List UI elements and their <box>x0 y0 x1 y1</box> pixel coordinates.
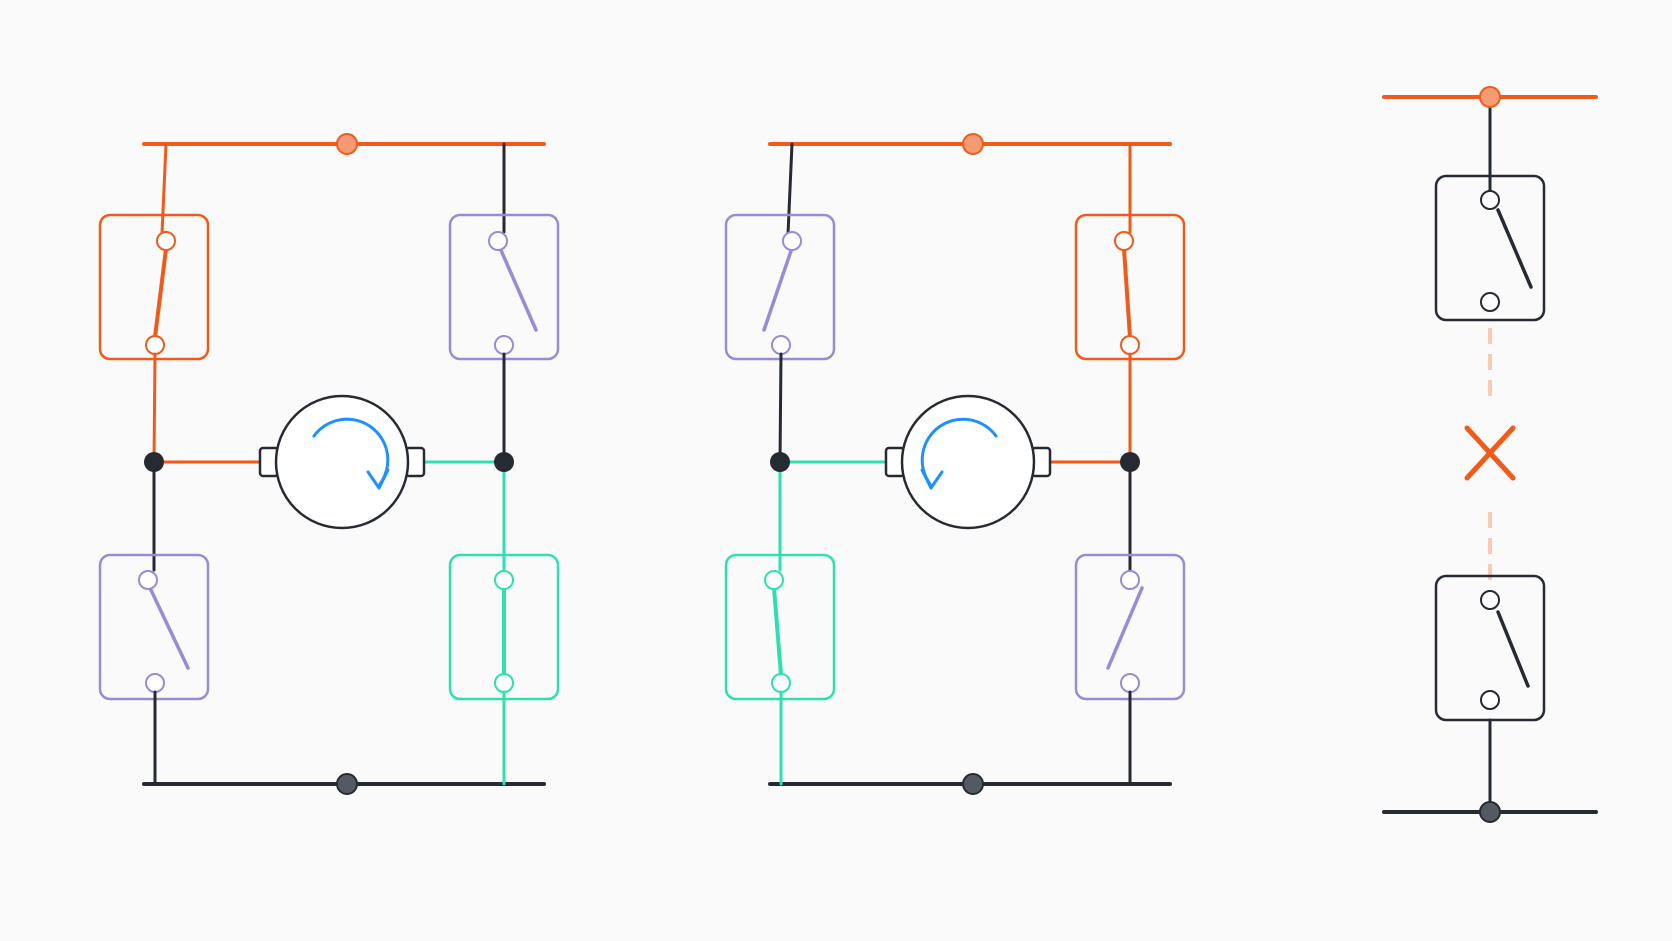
rotation-arrowhead <box>920 468 944 490</box>
switch-blade-closed <box>153 247 168 339</box>
switch-contact-top <box>1114 231 1134 251</box>
dc-motor <box>258 394 426 530</box>
rotation-arc <box>312 417 390 486</box>
switch-blade-closed <box>772 586 783 677</box>
switch-contact-top <box>1480 590 1500 610</box>
supply-terminal <box>962 133 984 155</box>
switch-bottom-right <box>448 553 560 701</box>
panel-shoot-through <box>1382 86 1598 823</box>
switch-contact-bottom <box>145 673 165 693</box>
switch-housing <box>1434 174 1546 322</box>
switch-contact-bottom <box>1480 292 1500 312</box>
panel-forward-rotation <box>98 133 560 795</box>
cross-x-icon <box>1464 425 1516 481</box>
switch-contact-bottom <box>494 673 514 693</box>
switch-contact-top <box>156 231 176 251</box>
rotation-counterclockwise-icon <box>920 417 998 490</box>
wire-left-top-feed <box>160 142 168 236</box>
switch-contact-bottom <box>145 335 165 355</box>
switch-blade-open <box>148 586 190 670</box>
switch-contact-bottom <box>1120 335 1140 355</box>
switch-contact-bottom <box>494 335 514 355</box>
dc-motor <box>884 394 1052 530</box>
switch-blade-closed <box>1122 247 1132 339</box>
wire-left-top-to-node <box>152 352 157 464</box>
switch-blade-open <box>498 246 538 332</box>
switch-contact-top <box>764 570 784 590</box>
rotation-arc <box>920 417 998 486</box>
switch-contact-top <box>1120 570 1140 590</box>
switch-contact-top <box>488 231 508 251</box>
cross-stroke-b <box>1464 425 1516 481</box>
wire-left-top-to-node <box>778 352 783 464</box>
switch-contact-top <box>1480 190 1500 210</box>
switch-contact-top <box>494 570 514 590</box>
panel-reverse-rotation <box>724 133 1186 795</box>
junction-node-left <box>144 452 164 472</box>
switch-contact-bottom <box>771 673 791 693</box>
rotation-arrowhead <box>366 468 390 490</box>
switch-contact-top <box>138 570 158 590</box>
switch-blade-open <box>1496 208 1533 289</box>
junction-node-left <box>770 452 790 472</box>
ground-terminal <box>336 773 358 795</box>
switch-contact-bottom <box>1120 673 1140 693</box>
supply-terminal <box>336 133 358 155</box>
switch-blade-open <box>762 246 794 332</box>
switch-top <box>1434 174 1546 322</box>
junction-node-right <box>494 452 514 472</box>
supply-terminal <box>1479 86 1501 108</box>
switch-contact-bottom <box>771 335 791 355</box>
rotation-clockwise-icon <box>312 417 390 490</box>
switch-blade-open <box>1106 586 1144 670</box>
switch-contact-bottom <box>1480 690 1500 710</box>
ground-terminal <box>1479 801 1501 823</box>
switch-blade-open <box>1496 610 1530 688</box>
wire-left-top-feed <box>786 142 794 236</box>
ground-terminal <box>962 773 984 795</box>
switch-bottom-left <box>724 553 836 701</box>
switch-bottom-right <box>1074 553 1186 701</box>
switch-contact-top <box>782 231 802 251</box>
junction-node-right <box>1120 452 1140 472</box>
